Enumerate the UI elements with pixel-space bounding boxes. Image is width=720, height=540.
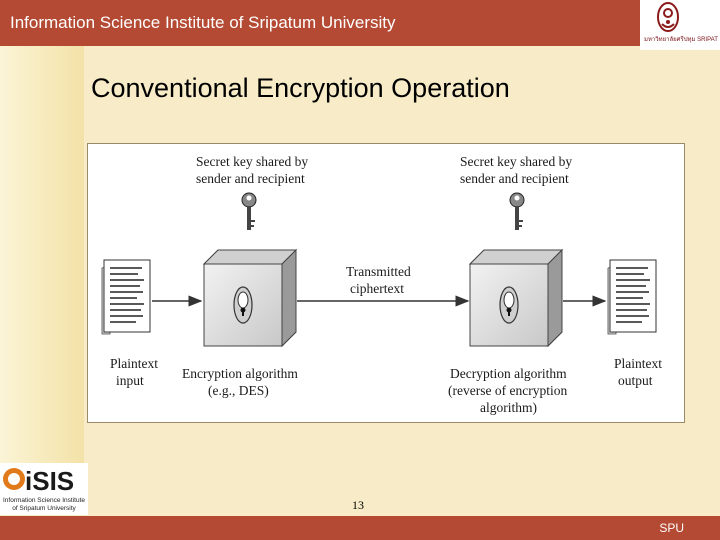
header-title: Information Science Institute of Sripatu… (10, 13, 396, 32)
key-label-left-line1: Secret key shared by (196, 154, 308, 169)
key-icon (509, 192, 525, 231)
university-logo: มหาวิทยาลัยศรีปทุม SRIPATUM UNIVERSITY (640, 0, 720, 50)
isis-logo: iSIS Information Science Institute of Sr… (0, 463, 88, 515)
slide-title: Conventional Encryption Operation (91, 73, 510, 103)
lock-icon (203, 249, 297, 347)
isis-subtitle-line2: of Sripatum University (12, 505, 76, 512)
transmitted-label-line2: ciphertext (350, 281, 404, 296)
plaintext-output-label-line1: Plaintext (614, 356, 662, 371)
key-label-left-line2: sender and recipient (196, 171, 305, 186)
document-icon (101, 259, 151, 335)
key-icon (241, 192, 257, 231)
decryption-label-line2: (reverse of encryption (448, 383, 567, 398)
transmitted-label-line1: Transmitted (346, 264, 411, 279)
key-label-right-line1: Secret key shared by (460, 154, 572, 169)
isis-logo-text: iSIS (25, 466, 74, 496)
plaintext-input-label-line2: input (116, 373, 144, 388)
decryption-label-line3: algorithm) (480, 400, 537, 415)
footer-text: SPU (659, 521, 684, 535)
encryption-label-line1: Encryption algorithm (182, 366, 298, 381)
encryption-diagram: Secret key shared by sender and recipien… (87, 143, 685, 423)
left-decorative-bar (0, 46, 84, 464)
university-logo-text: มหาวิทยาลัยศรีปทุม SRIPATUM UNIVERSITY (644, 37, 718, 43)
key-label-right-line2: sender and recipient (460, 171, 569, 186)
isis-logo-subtitle: Information Science Institute of Sripatu… (2, 497, 86, 513)
header-bar: Information Science Institute of Sripatu… (0, 0, 720, 50)
plaintext-output-label-line2: output (618, 373, 653, 388)
document-icon (607, 259, 657, 335)
footer-bar: SPU (0, 516, 720, 540)
isis-subtitle-line1: Information Science Institute (2, 497, 85, 504)
lock-icon (469, 249, 563, 347)
encryption-label-line2: (e.g., DES) (208, 383, 269, 398)
plaintext-input-label-line1: Plaintext (110, 356, 158, 371)
decryption-label-line1: Decryption algorithm (450, 366, 567, 381)
university-emblem-icon (657, 2, 679, 32)
page-number: 13 (352, 498, 364, 512)
isis-emblem-icon: iSIS (3, 466, 74, 496)
